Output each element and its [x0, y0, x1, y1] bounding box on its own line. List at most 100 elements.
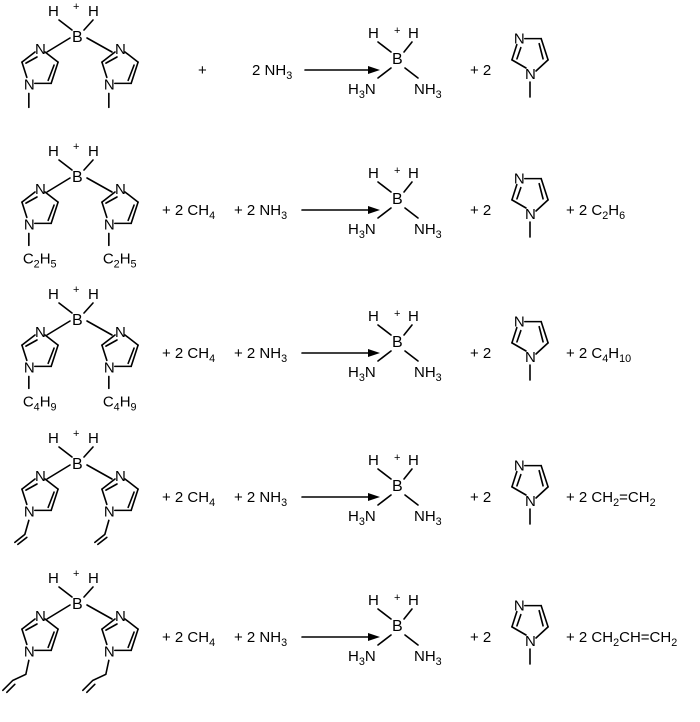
- nitrogen-label: N: [525, 633, 536, 650]
- bond: [124, 478, 139, 490]
- reagent-methane: + 2 CH4: [162, 629, 215, 649]
- charge-label: +: [73, 284, 79, 296]
- n-substituent: [82, 659, 110, 694]
- bond: [21, 618, 36, 630]
- bond: [511, 342, 527, 352]
- formula-part: NH: [414, 364, 436, 381]
- nitrogen-label: N: [104, 359, 115, 376]
- bond: [58, 446, 73, 458]
- bond: [540, 464, 549, 488]
- bond: [540, 604, 549, 628]
- bond: [511, 470, 518, 488]
- reagent-ammonia: + 2 NH3: [234, 345, 287, 365]
- double-bond: [86, 683, 96, 694]
- reaction-arrow: [301, 493, 380, 501]
- double-bond: [47, 64, 55, 82]
- bond: [377, 67, 392, 79]
- formula-part: C: [103, 250, 114, 267]
- formula-part: C: [23, 250, 34, 267]
- bond: [377, 468, 392, 480]
- hydrogen-label: H: [88, 3, 99, 20]
- bond: [130, 628, 139, 652]
- charge-label: +: [73, 1, 79, 13]
- double-bond: [516, 329, 522, 343]
- double-bond: [47, 631, 55, 649]
- formula-part: + 2 CH: [162, 345, 209, 362]
- bond: [403, 41, 413, 53]
- bond: [86, 464, 113, 480]
- formula-part: NH: [414, 508, 436, 525]
- alkyl-substituent-label: C2H5: [23, 250, 57, 270]
- product-methylimidazole-1: NN: [511, 171, 549, 238]
- coefficient: + 2: [470, 489, 491, 506]
- charge-label: +: [394, 308, 400, 320]
- nitrogen-label: N: [24, 76, 35, 93]
- nitrogen-label: N: [514, 314, 525, 331]
- formula-part: NH: [414, 221, 436, 238]
- nitrogen-label: N: [24, 216, 35, 233]
- bond: [377, 207, 392, 219]
- formula-part: 3: [359, 656, 365, 668]
- hydrogen-label: H: [408, 165, 419, 182]
- bond: [130, 61, 139, 85]
- formula-part: N: [365, 364, 376, 381]
- bond: [58, 302, 73, 314]
- bond: [46, 604, 71, 620]
- formula-part: H: [348, 508, 359, 525]
- double-bond: [516, 46, 522, 60]
- reaction-row-3: + 2 CH4+ 2 NH3+ 2+ 2 CH2=CH2: [162, 489, 656, 509]
- n-substituent: [94, 519, 110, 546]
- formula-part: 2: [114, 258, 120, 270]
- reagent-ammonia: + 2 NH3: [234, 489, 287, 509]
- double-bond: [47, 204, 55, 222]
- double-bond: [127, 64, 135, 82]
- double-bond: [17, 536, 28, 546]
- formula-part: + 2 NH: [234, 345, 281, 362]
- bond: [404, 494, 419, 506]
- imidazole-ring-left: NN: [21, 41, 59, 93]
- bond: [511, 199, 527, 209]
- bond: [511, 326, 518, 344]
- n-substituent: C2H5: [23, 232, 57, 270]
- bond: [101, 201, 108, 219]
- imidazole-ring-right: NN: [101, 41, 139, 93]
- formula-part: 3: [359, 372, 365, 384]
- imidazole-ring-right: NN: [101, 608, 139, 660]
- formula-part: 5: [51, 258, 57, 270]
- ammine-ligand-left: H3N: [348, 221, 376, 241]
- bond: [44, 478, 59, 490]
- hydrogen-label: H: [368, 165, 379, 182]
- formula-part: 3: [281, 353, 287, 365]
- bond: [44, 334, 59, 346]
- formula-part: + 2: [470, 202, 491, 219]
- nitrogen-label: N: [115, 608, 126, 625]
- double-bond: [127, 631, 135, 649]
- bond: [101, 191, 116, 203]
- vinyl-bond: [94, 519, 110, 544]
- bond: [403, 468, 413, 480]
- formula-part: 3: [359, 229, 365, 241]
- ammine-ligand-left: H3N: [348, 648, 376, 668]
- n-substituent: [2, 659, 30, 694]
- bond: [50, 61, 59, 85]
- imidazole-coefficient: + 2: [470, 345, 491, 362]
- nitrogen-label: N: [35, 608, 46, 625]
- formula-part: 9: [131, 401, 137, 413]
- formula-part: 4: [34, 401, 40, 413]
- double-bond: [516, 473, 522, 487]
- boron-label: B: [392, 191, 403, 208]
- formula-part: 3: [359, 516, 365, 528]
- ammine-ligand-right: NH3: [414, 81, 442, 101]
- bond: [83, 586, 94, 598]
- nitrogen-label: N: [525, 493, 536, 510]
- double-bond: [538, 609, 544, 627]
- formula-part: + 2 NH: [234, 202, 281, 219]
- formula-part: + 2 CH: [162, 629, 209, 646]
- bond: [130, 201, 139, 225]
- formula-part: 2: [34, 258, 40, 270]
